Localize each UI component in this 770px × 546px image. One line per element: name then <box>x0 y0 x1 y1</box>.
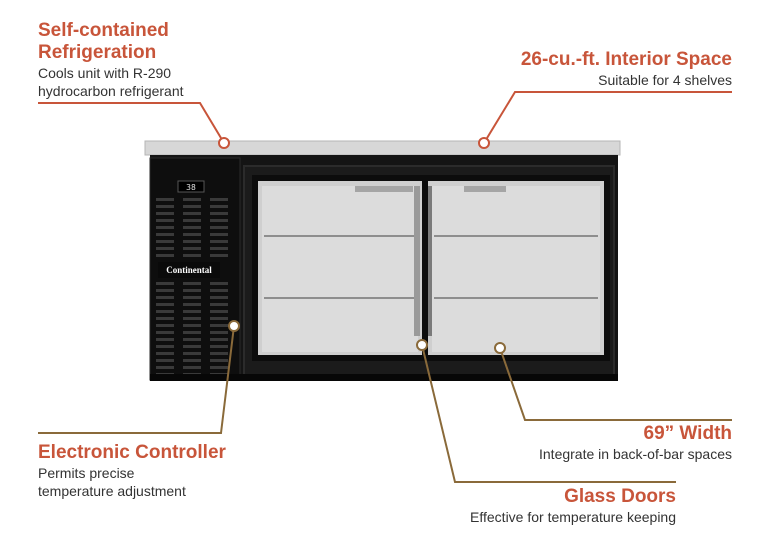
vent-slot <box>210 247 228 250</box>
vent-slot <box>183 233 201 236</box>
cabinet-base <box>150 374 618 381</box>
vent-slot <box>156 296 174 299</box>
vent-slot <box>183 352 201 355</box>
display-reading: 38 <box>186 183 196 192</box>
vent-slot <box>183 289 201 292</box>
left-door-interior <box>262 186 418 352</box>
refrigeration-title-line1: Self-contained <box>38 20 169 41</box>
vent-slot <box>210 338 228 341</box>
callout-electronic-controller: Electronic Controller Permits precise te… <box>38 442 298 500</box>
vent-slot <box>156 289 174 292</box>
vent-slot <box>156 366 174 369</box>
vent-slot <box>183 310 201 313</box>
vent-slot <box>210 289 228 292</box>
brand-logo-plate <box>158 262 220 278</box>
vent-slot <box>156 338 174 341</box>
vent-slot <box>183 359 201 362</box>
wire-shelves <box>264 235 598 299</box>
vent-slot <box>210 296 228 299</box>
vent-slot <box>183 366 201 369</box>
controller-desc-line1: Permits precise <box>38 465 135 481</box>
vent-slot <box>156 352 174 355</box>
vent-slot <box>183 198 201 201</box>
vent-slot <box>156 359 174 362</box>
vent-slot <box>183 240 201 243</box>
vent-slot <box>210 331 228 334</box>
vent-slot <box>183 296 201 299</box>
vent-slot <box>156 303 174 306</box>
vent-slot <box>156 205 174 208</box>
callout-refrigeration: Self-contained Refrigeration Cools unit … <box>38 20 278 100</box>
vent-slot <box>156 282 174 285</box>
callout-width: 69” Width Integrate in back-of-bar space… <box>460 423 732 463</box>
vent-slot <box>210 352 228 355</box>
vent-slot <box>210 198 228 201</box>
vent-slot <box>183 212 201 215</box>
vent-slot <box>156 345 174 348</box>
vent-slot <box>210 345 228 348</box>
vent-slot <box>183 247 201 250</box>
interior-light-2 <box>464 186 506 192</box>
vent-slot <box>183 254 201 257</box>
vent-slot <box>156 212 174 215</box>
vent-slot <box>210 240 228 243</box>
vent-slot <box>210 205 228 208</box>
vent-slot <box>210 303 228 306</box>
refrigeration-desc-line1: Cools unit with R-290 <box>38 65 172 81</box>
vent-slot <box>156 310 174 313</box>
right-door-handle <box>428 186 432 336</box>
controller-display <box>177 180 205 193</box>
callout-interior-space: 26-cu.-ft. Interior Space Suitable for 4… <box>460 49 732 89</box>
interior-title: 26-cu.-ft. Interior Space <box>520 49 732 70</box>
vent-slot <box>156 219 174 222</box>
vent-slot <box>183 282 201 285</box>
vent-slot <box>210 366 228 369</box>
vent-slot <box>183 331 201 334</box>
controller-desc-line2: temperature adjustment <box>38 483 186 499</box>
vent-slot <box>156 198 174 201</box>
refrigeration-desc-line2: hydrocarbon refrigerant <box>38 83 184 99</box>
width-desc: Integrate in back-of-bar spaces <box>539 446 732 462</box>
vent-slot <box>183 226 201 229</box>
width-title: 69” Width <box>643 423 733 444</box>
vent-slot <box>156 324 174 327</box>
vent-slot <box>156 254 174 257</box>
callout-glass-doors: Glass Doors Effective for temperature ke… <box>420 486 676 526</box>
stainless-top <box>144 140 621 156</box>
vent-slot <box>183 324 201 327</box>
controller-title: Electronic Controller <box>38 442 226 463</box>
vent-slot <box>183 317 201 320</box>
doors-desc: Effective for temperature keeping <box>470 509 676 525</box>
vent-slot <box>210 359 228 362</box>
vent-slot <box>183 205 201 208</box>
vent-slot <box>210 212 228 215</box>
left-door-handle <box>414 186 420 336</box>
interior-desc: Suitable for 4 shelves <box>598 72 732 88</box>
vent-slot <box>210 282 228 285</box>
vent-slot <box>210 219 228 222</box>
vent-slot <box>156 317 174 320</box>
vent-slot <box>210 233 228 236</box>
right-door-interior <box>432 186 600 352</box>
vent-slot <box>210 317 228 320</box>
vent-slot <box>183 345 201 348</box>
brand-logo: Continental <box>166 265 212 275</box>
refrigeration-title-line2: Refrigeration <box>38 42 157 63</box>
vent-slot <box>210 254 228 257</box>
vent-slot <box>156 233 174 236</box>
vent-slot <box>210 226 228 229</box>
vent-slot <box>210 324 228 327</box>
interior-light <box>355 186 413 192</box>
vent-slot <box>183 303 201 306</box>
doors-title: Glass Doors <box>564 486 676 507</box>
vent-slot <box>183 338 201 341</box>
vent-slot <box>156 226 174 229</box>
vent-slot <box>156 247 174 250</box>
vent-slot <box>156 331 174 334</box>
vent-slot <box>183 219 201 222</box>
vent-slot <box>210 310 228 313</box>
vent-slot <box>156 240 174 243</box>
